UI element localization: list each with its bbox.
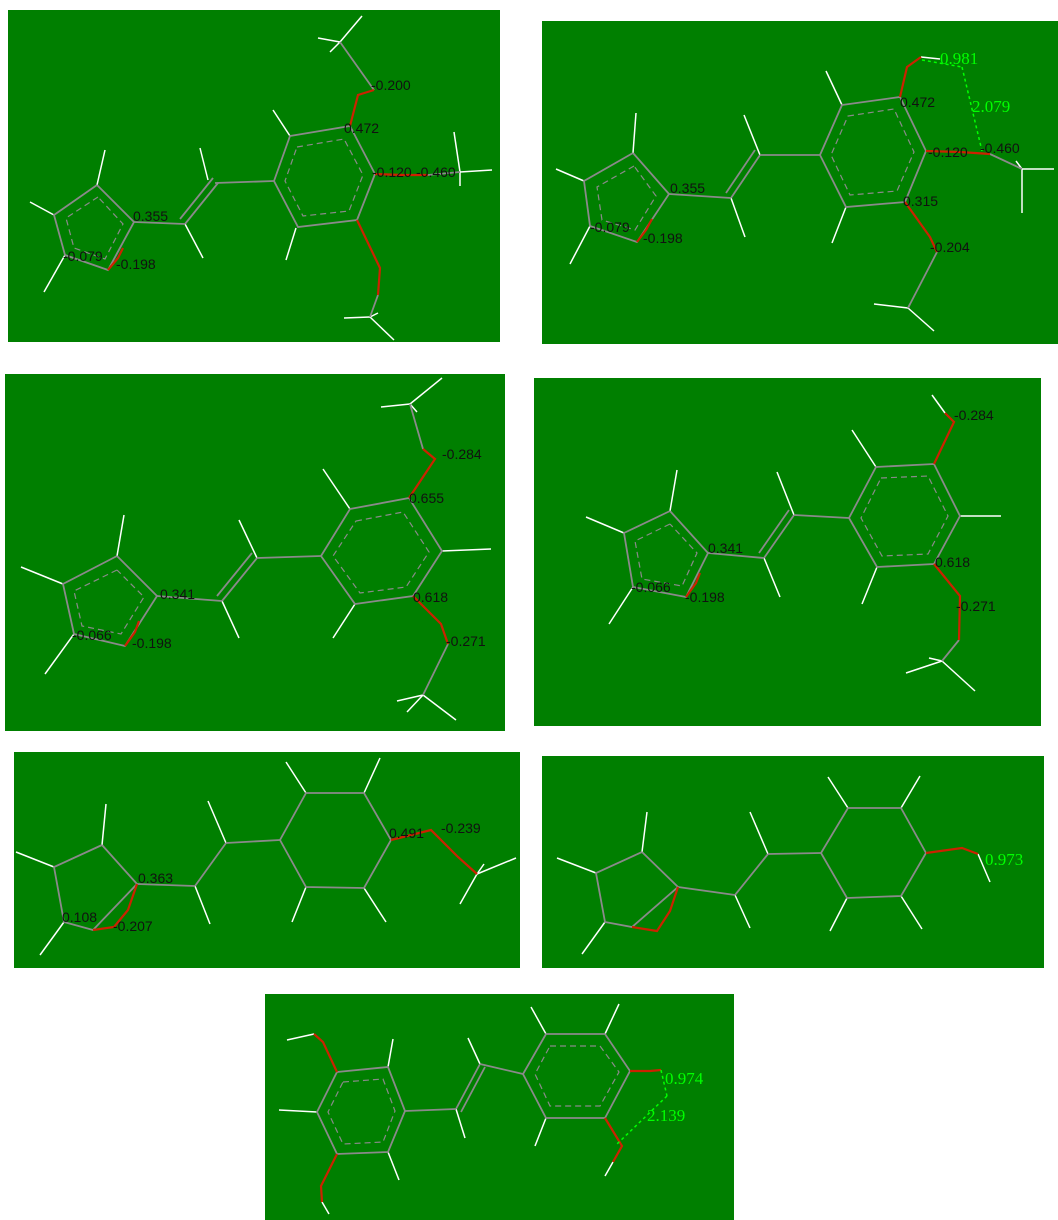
- charge-label: 0.655: [409, 490, 444, 506]
- charge-label: -0.120: [928, 144, 968, 160]
- charge-labels: 0.491 -0.239 0.363 0.108 -0.207: [62, 820, 481, 934]
- charge-label: -0.460: [980, 140, 1020, 156]
- charge-label: 0.472: [900, 94, 935, 110]
- hydrogen-bonds: [585, 394, 1001, 692]
- charge-label: 0.355: [133, 208, 168, 224]
- molecule-diagram-4: -0.284 0.341 0.618 -0.066 -0.198 -0.271: [585, 394, 1001, 692]
- oxygen-bonds: [124, 448, 450, 647]
- hydrogen-bonds: [556, 775, 991, 955]
- charge-label: 0.108: [62, 909, 97, 925]
- molecule-diagram-6: 0.973: [556, 775, 1023, 955]
- charge-label: 0.355: [670, 180, 705, 196]
- charge-label: 0.315: [903, 193, 938, 209]
- charge-label: -0.120: [372, 164, 412, 180]
- charge-label: -0.284: [954, 407, 994, 423]
- aromatic-rings: [65, 138, 364, 260]
- molecule-diagram-3: -0.284 0.655 0.341 0.618 -0.271 -0.066 -…: [20, 377, 492, 721]
- charge-label: 0.341: [160, 586, 195, 602]
- charge-label: -0.200: [371, 77, 411, 93]
- oxygen-bonds: [313, 1033, 662, 1203]
- charge-label: 0.491: [389, 825, 424, 841]
- hydrogen-bonds: [555, 56, 1054, 332]
- hbond-distance-label: 2.139: [647, 1106, 685, 1125]
- charge-label: -0.079: [63, 248, 103, 264]
- aromatic-rings: [327, 1045, 620, 1145]
- hydrogen-bonds: [15, 757, 517, 956]
- aromatic-rings: [634, 475, 949, 587]
- hbond-distance-label: 0.981: [940, 49, 978, 68]
- hydrogen-bond-dashes: [921, 59, 983, 152]
- oxygen-bonds: [685, 412, 962, 641]
- charge-labels: -0.284 0.341 0.618 -0.066 -0.198 -0.271: [631, 407, 996, 614]
- molecule-panel-4: -0.284 0.341 0.618 -0.066 -0.198 -0.271: [534, 378, 1041, 726]
- carbon-bonds: [61, 403, 449, 696]
- oxygen-bonds: [631, 846, 979, 933]
- charge-label: -0.066: [631, 579, 671, 595]
- charge-labels: -0.200 0.472 -0.120 -0.460 0.355 -0.079 …: [63, 77, 456, 272]
- charge-label: -0.066: [72, 627, 112, 643]
- molecule-panel-7: 0.974 2.139: [265, 994, 734, 1220]
- charge-labels: 0.981 2.079 0.472 -0.120 -0.460 0.355 0.…: [590, 49, 1020, 255]
- charge-labels: 0.974 2.139: [647, 1069, 704, 1125]
- aromatic-rings: [73, 511, 430, 635]
- charge-label: -0.198: [116, 256, 156, 272]
- carbon-bonds: [315, 1033, 632, 1155]
- molecule-panel-2: 0.981 2.079 0.472 -0.120 -0.460 0.355 0.…: [542, 21, 1058, 344]
- charge-label: -0.284: [442, 446, 482, 462]
- charge-label: -0.460: [416, 164, 456, 180]
- carbon-bonds: [623, 463, 962, 662]
- charge-label: -0.204: [930, 239, 970, 255]
- charge-label: -0.198: [643, 230, 683, 246]
- hbond-distance-label: 2.079: [972, 97, 1010, 116]
- charge-labels: -0.284 0.655 0.341 0.618 -0.271 -0.066 -…: [72, 446, 486, 651]
- carbon-bonds: [583, 96, 1023, 309]
- charge-label: -0.198: [132, 635, 172, 651]
- oxygen-bonds: [107, 88, 428, 296]
- charge-label: 0.618: [413, 589, 448, 605]
- molecule-panel-3: -0.284 0.655 0.341 0.618 -0.271 -0.066 -…: [5, 374, 505, 731]
- charge-label: -0.271: [446, 633, 486, 649]
- aromatic-rings: [596, 108, 915, 231]
- hydrogen-bonds: [278, 1003, 620, 1215]
- molecule-panel-6: 0.973: [542, 756, 1044, 968]
- oxygen-bonds: [636, 56, 991, 253]
- charge-label: 0.341: [708, 540, 743, 556]
- charge-label: -0.079: [590, 219, 630, 235]
- carbon-bonds: [594, 807, 928, 928]
- charge-label: -0.207: [113, 918, 153, 934]
- charge-label: -0.198: [685, 589, 725, 605]
- hydrogen-bond-dashes: [616, 1069, 668, 1145]
- molecule-diagram-1: -0.200 0.472 -0.120 -0.460 0.355 -0.079 …: [29, 15, 493, 341]
- molecule-diagram-5: 0.491 -0.239 0.363 0.108 -0.207: [15, 757, 517, 956]
- hydrogen-bonds: [20, 377, 492, 721]
- charge-label: 0.363: [138, 870, 173, 886]
- molecule-diagram-7: 0.974 2.139: [278, 1003, 704, 1215]
- charge-labels: 0.973: [985, 850, 1023, 869]
- molecule-diagram-2: 0.981 2.079 0.472 -0.120 -0.460 0.355 0.…: [555, 49, 1054, 332]
- charge-label: -0.271: [956, 598, 996, 614]
- hydrogen-bonds: [29, 15, 493, 341]
- molecule-panel-1: -0.200 0.472 -0.120 -0.460 0.355 -0.079 …: [8, 10, 500, 342]
- molecule-panel-5: 0.491 -0.239 0.363 0.108 -0.207: [14, 752, 520, 968]
- hbond-distance-label: 0.973: [985, 850, 1023, 869]
- charge-label: 0.618: [935, 554, 970, 570]
- carbon-bonds: [52, 792, 393, 932]
- charge-label: -0.239: [441, 820, 481, 836]
- charge-label: 0.472: [344, 120, 379, 136]
- oxygen-bonds: [92, 828, 478, 932]
- hbond-distance-label: 0.974: [665, 1069, 704, 1088]
